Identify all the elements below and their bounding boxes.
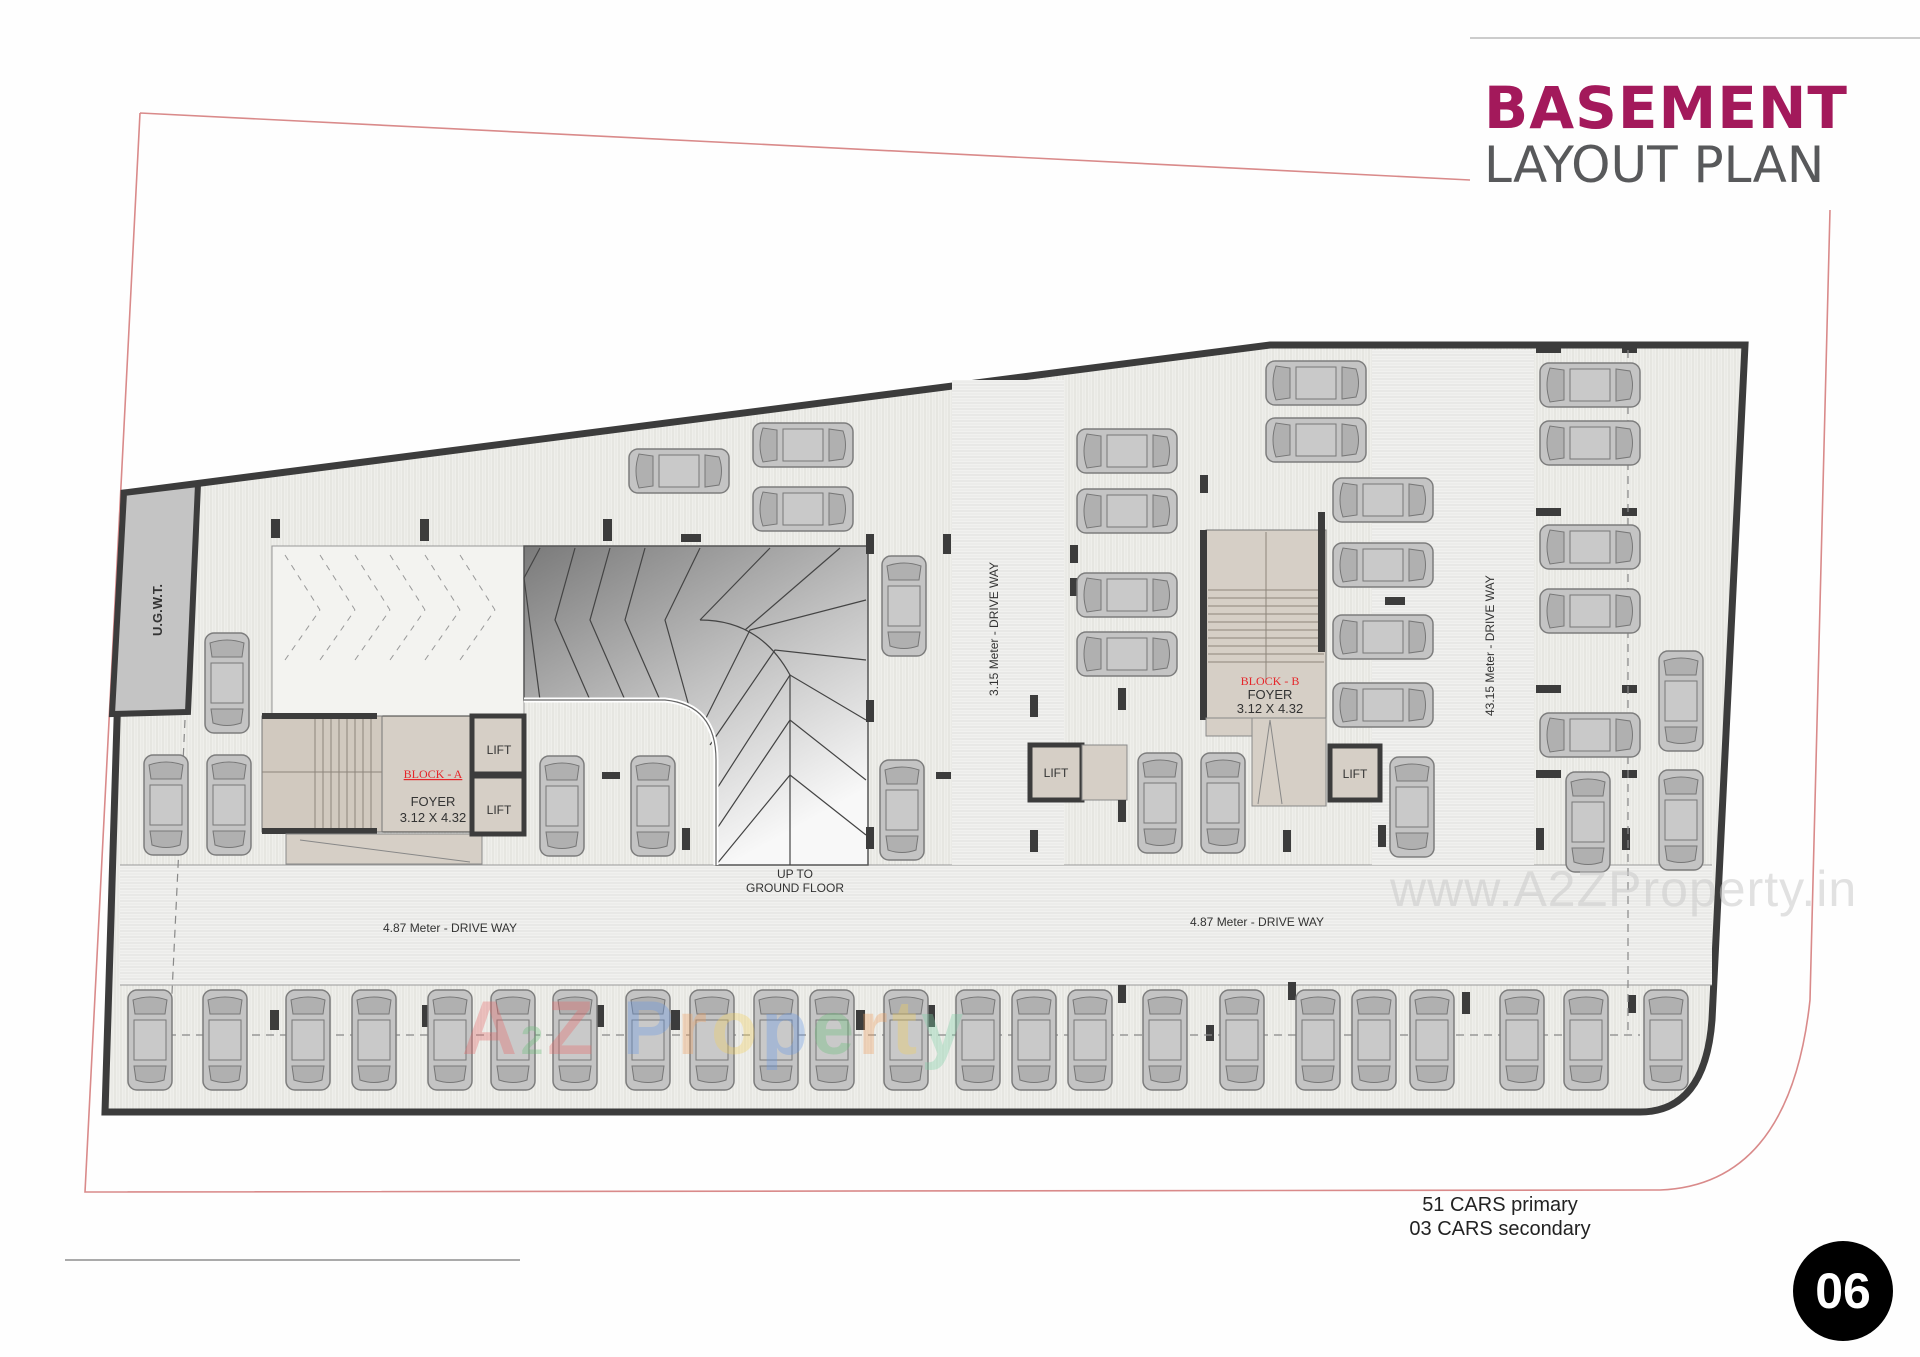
watermark-logo: A2Z Property xyxy=(462,986,968,1071)
watermark-url: www.A2ZProperty.in xyxy=(1390,861,1858,917)
ugwt-label: U.G.W.T. xyxy=(150,584,165,636)
block-b-lift-2-label: LIFT xyxy=(1343,767,1368,781)
driveway-label-right-vertical: 43.15 Meter - DRIVE WAY xyxy=(1483,575,1497,716)
main-driveway xyxy=(120,865,1712,985)
site-boundary xyxy=(84,112,1831,1193)
ugwt-tank: U.G.W.T. xyxy=(108,480,202,718)
title-layout-plan: LAYOUT PLAN xyxy=(1484,136,1825,194)
parking-summary: 51 CARS primary 03 CARS secondary xyxy=(1380,1193,1620,1241)
block-b-foyer-size: 3.12 X 4.32 xyxy=(1237,701,1304,716)
ramp-up-to-ground xyxy=(523,545,869,866)
block-a-foyer-size: 3.12 X 4.32 xyxy=(400,810,467,825)
summary-primary: 51 CARS primary xyxy=(1422,1194,1578,1216)
page-number-badge: 06 xyxy=(1793,1241,1893,1341)
block-a-core: LIFT LIFT BLOCK - A FOYER 3.12 X 4.32 xyxy=(261,713,527,865)
ramp-label-line2: GROUND FLOOR xyxy=(746,881,844,895)
block-a-label: BLOCK - A xyxy=(404,767,463,781)
summary-secondary: 03 CARS secondary xyxy=(1409,1218,1591,1240)
block-b-foyer-label: FOYER xyxy=(1248,687,1293,702)
driveway-label-center-vertical: 3.15 Meter - DRIVE WAY xyxy=(987,562,1001,696)
block-b-label: BLOCK - B xyxy=(1241,674,1300,688)
block-a-lift-1-label: LIFT xyxy=(487,743,512,757)
block-b-lift-1-label: LIFT xyxy=(1044,766,1069,780)
title-basement: BASEMENT xyxy=(1484,74,1848,142)
driveway-label-main-right: 4.87 Meter - DRIVE WAY xyxy=(1190,915,1324,929)
page-title: BASEMENT LAYOUT PLAN xyxy=(1484,78,1884,192)
driveway-label-main-left: 4.87 Meter - DRIVE WAY xyxy=(383,921,517,935)
block-b-core: BLOCK - B FOYER 3.12 X 4.32 LIFT LIFT xyxy=(1027,512,1383,807)
ramp-label-line1: UP TO xyxy=(777,867,813,881)
block-a-foyer-label: FOYER xyxy=(411,794,456,809)
block-a-lift-2-label: LIFT xyxy=(487,803,512,817)
block-a-walkway xyxy=(271,545,525,717)
